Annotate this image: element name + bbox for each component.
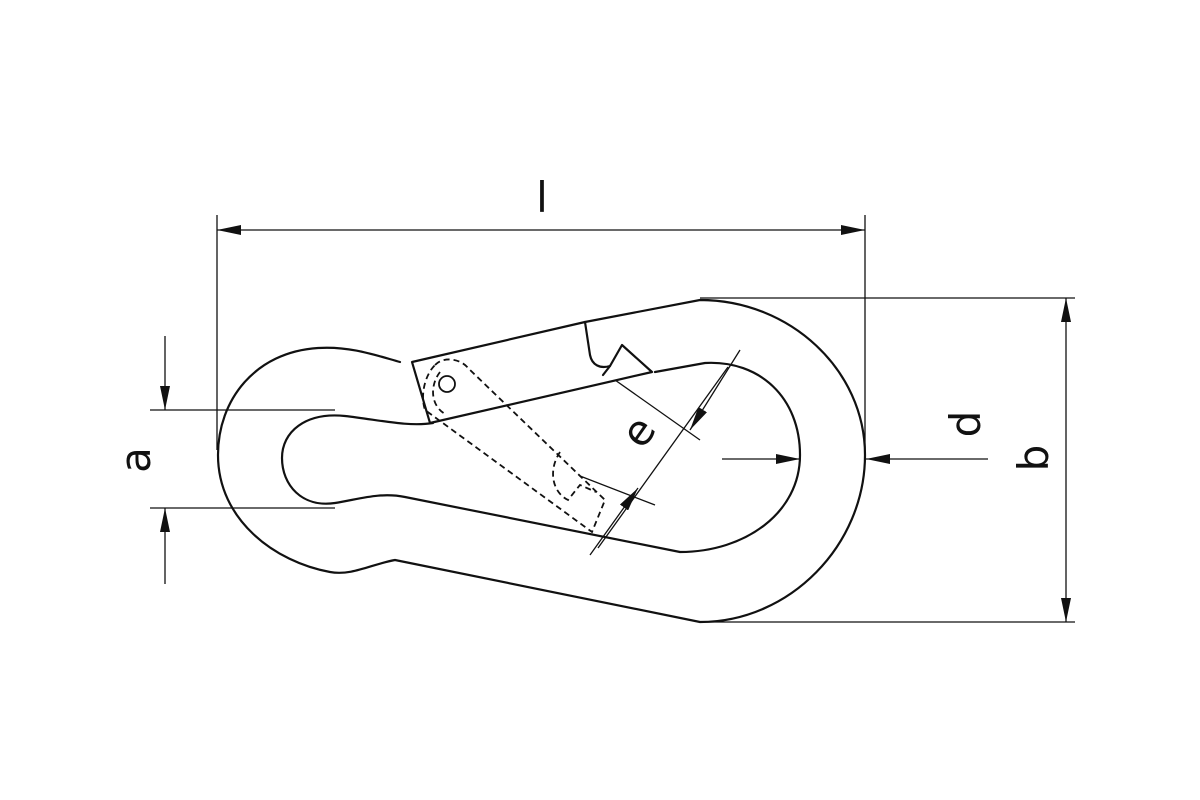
- dimension-l: [216, 215, 866, 455]
- extension-line-e-1: [614, 379, 701, 441]
- dimension-b: [700, 297, 1075, 623]
- dimension-e: [579, 349, 741, 556]
- label-l: l: [536, 173, 548, 222]
- label-e: e: [611, 407, 666, 456]
- snap-hook-body: [216, 298, 867, 624]
- gate-pivot-pin: [438, 375, 456, 393]
- gate-open-position: [422, 358, 607, 534]
- dimension-a: [150, 336, 335, 584]
- label-a: a: [111, 447, 160, 473]
- gate-notch: [601, 364, 612, 377]
- hook-outer-contour: [216, 298, 867, 624]
- label-b: b: [1009, 445, 1058, 472]
- label-d: d: [941, 411, 990, 438]
- dimension-line-e: [597, 366, 729, 549]
- arrow-e-lower: [589, 487, 639, 556]
- arrow-e-upper: [689, 349, 741, 431]
- gate-closed: [410, 320, 654, 425]
- extension-line-e-2: [579, 475, 656, 506]
- hook-inner-contour: [280, 361, 802, 554]
